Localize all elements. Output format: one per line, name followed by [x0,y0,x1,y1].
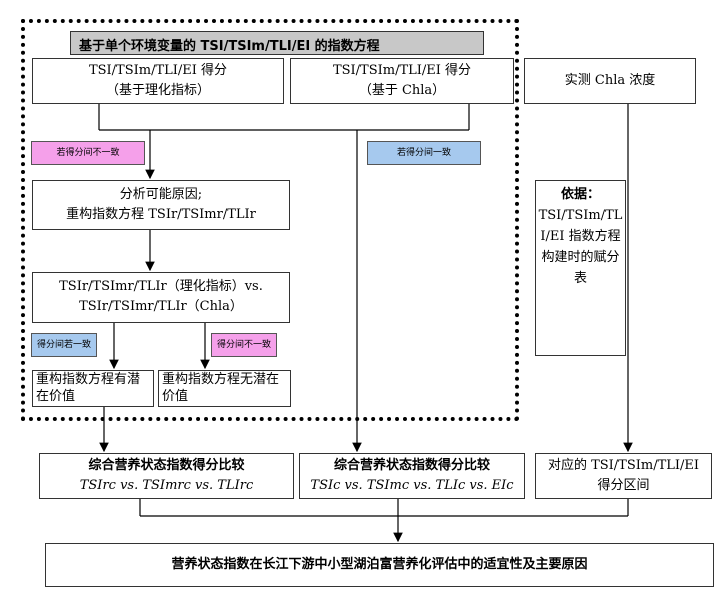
measured-chla-box: 实测 Chla 浓度 [524,58,696,104]
analyze-line2: 重构指数方程 TSIr/TSImr/TLIr [66,207,256,222]
chla-score-line2: （基于 Chla） [358,83,446,98]
chla-score-line1: TSI/TSIm/TLI/EI 得分 [332,63,472,78]
no-potential-value-box: 重构指数方程无潜在价值 [158,370,291,407]
compare-line1: TSIr/TSImr/TLIr（理化指标）vs. [59,279,263,294]
tag-inconsistent-left: 若得分间不一致 [31,141,145,165]
comparison-box-reconstructed: 综合营养状态指数得分比较 TSIrc vs. TSImrc vs. TLIrc [39,453,294,499]
dotted-frame [21,19,519,421]
score-interval-line1: 对应的 TSI/TSIm/TLI/EI [547,458,700,473]
compare-box: TSIr/TSImr/TLIr（理化指标）vs. TSIr/TSImr/TLIr… [32,272,290,323]
comparison-formula-1: TSIrc vs. TSImrc vs. TLIrc [79,478,254,493]
analyze-line1: 分析可能原因; [119,187,203,202]
basis-body: TSI/TSIm/TLI/EI 指数方程构建时的赋分表 [538,208,623,286]
measured-chla-label: 实测 Chla 浓度 [564,73,656,88]
potential-value-text: 重构指数方程有潜在价值 [36,372,141,404]
physchem-score-line2: （基于理化指标） [105,83,210,98]
diagram-title: 基于单个环境变量的 TSI/TSIm/TLI/EI 的指数方程 [70,31,484,55]
tag-consistent: 得分间若一致 [31,333,97,357]
physchem-score-line1: TSI/TSIm/TLI/EI 得分 [88,63,228,78]
comparison-heading-2: 综合营养状态指数得分比较 [333,458,490,473]
tag-inconsistent-right: 得分间不一致 [211,333,277,357]
tag-consistent-mid: 若得分间一致 [367,141,481,165]
no-potential-value-text: 重构指数方程无潜在价值 [162,372,280,404]
basis-box: 依据： TSI/TSIm/TLI/EI 指数方程构建时的赋分表 [535,180,626,356]
comparison-box-original: 综合营养状态指数得分比较 TSIc vs. TSImc vs. TLIc vs.… [299,453,525,499]
final-conclusion-text: 营养状态指数在长江下游中小型湖泊富营养化评估中的适宜性及主要原因 [171,557,588,572]
final-conclusion-box: 营养状态指数在长江下游中小型湖泊富营养化评估中的适宜性及主要原因 [45,543,714,587]
potential-value-box: 重构指数方程有潜在价值 [32,370,154,407]
basis-heading: 依据： [560,187,600,202]
analyze-box: 分析可能原因; 重构指数方程 TSIr/TSImr/TLIr [32,180,290,230]
chla-score-box: TSI/TSIm/TLI/EI 得分 （基于 Chla） [290,58,514,104]
physchem-score-box: TSI/TSIm/TLI/EI 得分 （基于理化指标） [32,58,284,104]
comparison-heading-1: 综合营养状态指数得分比较 [88,458,245,473]
comparison-formula-2: TSIc vs. TSImc vs. TLIc vs. EIc [310,478,514,493]
score-interval-line2: 得分区间 [597,478,650,493]
compare-line2: TSIr/TSImr/TLIr（Chla） [79,299,243,314]
score-interval-box: 对应的 TSI/TSIm/TLI/EI 得分区间 [535,453,712,499]
